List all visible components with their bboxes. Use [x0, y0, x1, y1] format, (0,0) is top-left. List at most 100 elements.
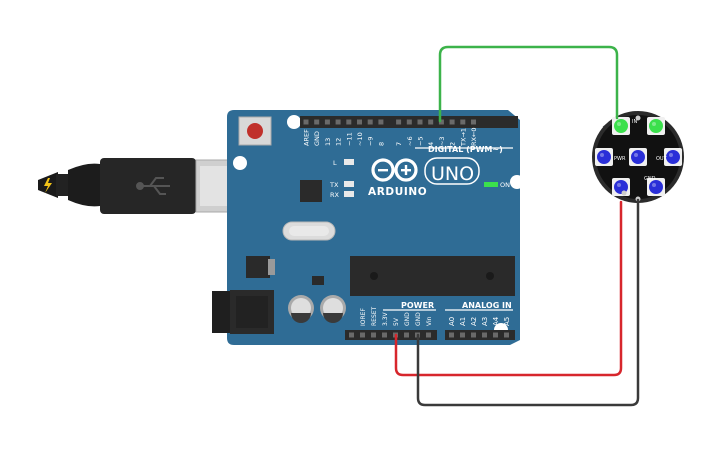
digital-pin[interactable] [417, 119, 423, 125]
reset-button[interactable] [238, 116, 272, 146]
digital-pin-label: 8 [377, 142, 385, 146]
jewel-led [595, 148, 613, 166]
power-pin[interactable] [426, 332, 431, 338]
analog-header-label: ANALOG IN [462, 301, 512, 310]
digital-pin[interactable] [396, 119, 402, 125]
digital-pin-label: ~6 [406, 136, 414, 146]
power-header-label: POWER [401, 301, 434, 310]
analog-pin-label: A0 [448, 317, 456, 326]
analog-pin-label: A1 [459, 317, 467, 326]
jewel-pad-pwr [621, 190, 627, 196]
power-pin[interactable] [349, 332, 354, 338]
power-jack[interactable] [212, 290, 274, 334]
digital-pin-label: ~11 [345, 132, 353, 146]
digital-pin-label: AREF [303, 129, 311, 146]
digital-pin-label: ~3 [438, 136, 446, 146]
jewel-led [647, 117, 665, 135]
mount-hole [233, 156, 247, 170]
board-leds: L TX RX [329, 159, 354, 199]
analog-pin-label: A4 [492, 316, 500, 326]
digital-pin[interactable] [428, 119, 434, 125]
digital-pin-label: 2 [449, 142, 457, 146]
analog-pin[interactable] [460, 332, 465, 338]
power-wire[interactable] [394, 200, 623, 377]
digital-header-label: DIGITAL (PWM~) [428, 145, 503, 154]
digital-pin-label: TX→1 [459, 128, 467, 147]
power-pin[interactable] [404, 332, 409, 338]
digital-pin[interactable] [471, 119, 476, 125]
data-wire[interactable] [438, 45, 619, 123]
analog-header [445, 330, 515, 340]
digital-pin[interactable] [346, 119, 352, 125]
digital-pin-label: ~5 [417, 136, 425, 146]
jewel-led [647, 178, 665, 196]
digital-pin-label: RX←0 [470, 127, 478, 146]
digital-pin[interactable] [303, 119, 309, 125]
model-name: UNO [431, 163, 474, 185]
jewel-led [629, 148, 647, 166]
digital-pin[interactable] [357, 119, 362, 125]
mount-hole [287, 115, 301, 129]
arduino-logo [371, 158, 418, 182]
neopixel-jewel[interactable]: IN PWR OUT GND [592, 111, 684, 203]
analog-pin-label: A3 [481, 317, 489, 326]
ground-wire[interactable] [416, 198, 640, 407]
power-header [345, 330, 437, 340]
digital-pin[interactable] [378, 119, 384, 125]
led-label-tx: TX [329, 181, 339, 189]
digital-pin[interactable] [324, 119, 330, 125]
digital-pin-label: 7 [395, 142, 403, 146]
digital-pin-label: 13 [324, 138, 332, 146]
voltage-regulator [246, 256, 270, 278]
led-label-rx: RX [330, 191, 340, 199]
digital-pin-label: ~10 [356, 132, 364, 146]
digital-pin[interactable] [335, 119, 341, 125]
lightning-icon [44, 178, 52, 193]
model-badge [424, 157, 480, 185]
jewel-led [612, 178, 630, 196]
led-label-l: L [333, 159, 337, 167]
mount-hole [510, 175, 524, 189]
analog-pin[interactable] [449, 332, 454, 338]
power-pin-label: GND [415, 312, 422, 326]
power-pin[interactable] [360, 332, 365, 338]
usb-chip [300, 180, 322, 202]
analog-pin[interactable] [493, 332, 498, 338]
analog-pin[interactable] [504, 332, 509, 338]
power-pin[interactable] [371, 332, 376, 338]
power-pin-label: GND [404, 312, 411, 326]
jewel-label-out: OUT [656, 156, 668, 162]
digital-pin[interactable] [367, 119, 373, 125]
power-pin-label: IOREF [360, 308, 367, 326]
capacitors [288, 295, 346, 323]
power-pin[interactable] [382, 332, 387, 338]
jewel-label-in: IN [632, 119, 637, 125]
usb-icon [136, 177, 170, 195]
power-pin-label: Vin [426, 316, 433, 326]
digital-pin[interactable] [449, 119, 455, 125]
on-label: ON [500, 181, 510, 189]
digital-pin[interactable] [438, 119, 444, 125]
power-pin-label: RESET [371, 306, 378, 326]
power-pin-label: 3.3V [382, 311, 389, 326]
power-pin-label: 5V [393, 317, 400, 326]
jewel-label-gnd: GND [644, 176, 656, 182]
analog-pin[interactable] [471, 332, 476, 338]
digital-pin-label: 4 [427, 142, 435, 146]
analog-pin-label: A5 [503, 317, 511, 326]
on-led [484, 182, 498, 187]
digital-pin-label: ~9 [367, 136, 375, 146]
analog-pin[interactable] [482, 332, 487, 338]
jewel-led [664, 148, 682, 166]
jewel-led [612, 117, 630, 135]
analog-pin-label: A2 [470, 317, 478, 326]
digital-pin[interactable] [460, 119, 466, 125]
digital-pin[interactable] [314, 119, 320, 125]
digital-pin[interactable] [406, 119, 412, 125]
jewel-label-pwr: PWR [614, 156, 626, 162]
brand-name: ARDUINO [368, 186, 427, 198]
digital-pin-label: 12 [335, 138, 343, 146]
